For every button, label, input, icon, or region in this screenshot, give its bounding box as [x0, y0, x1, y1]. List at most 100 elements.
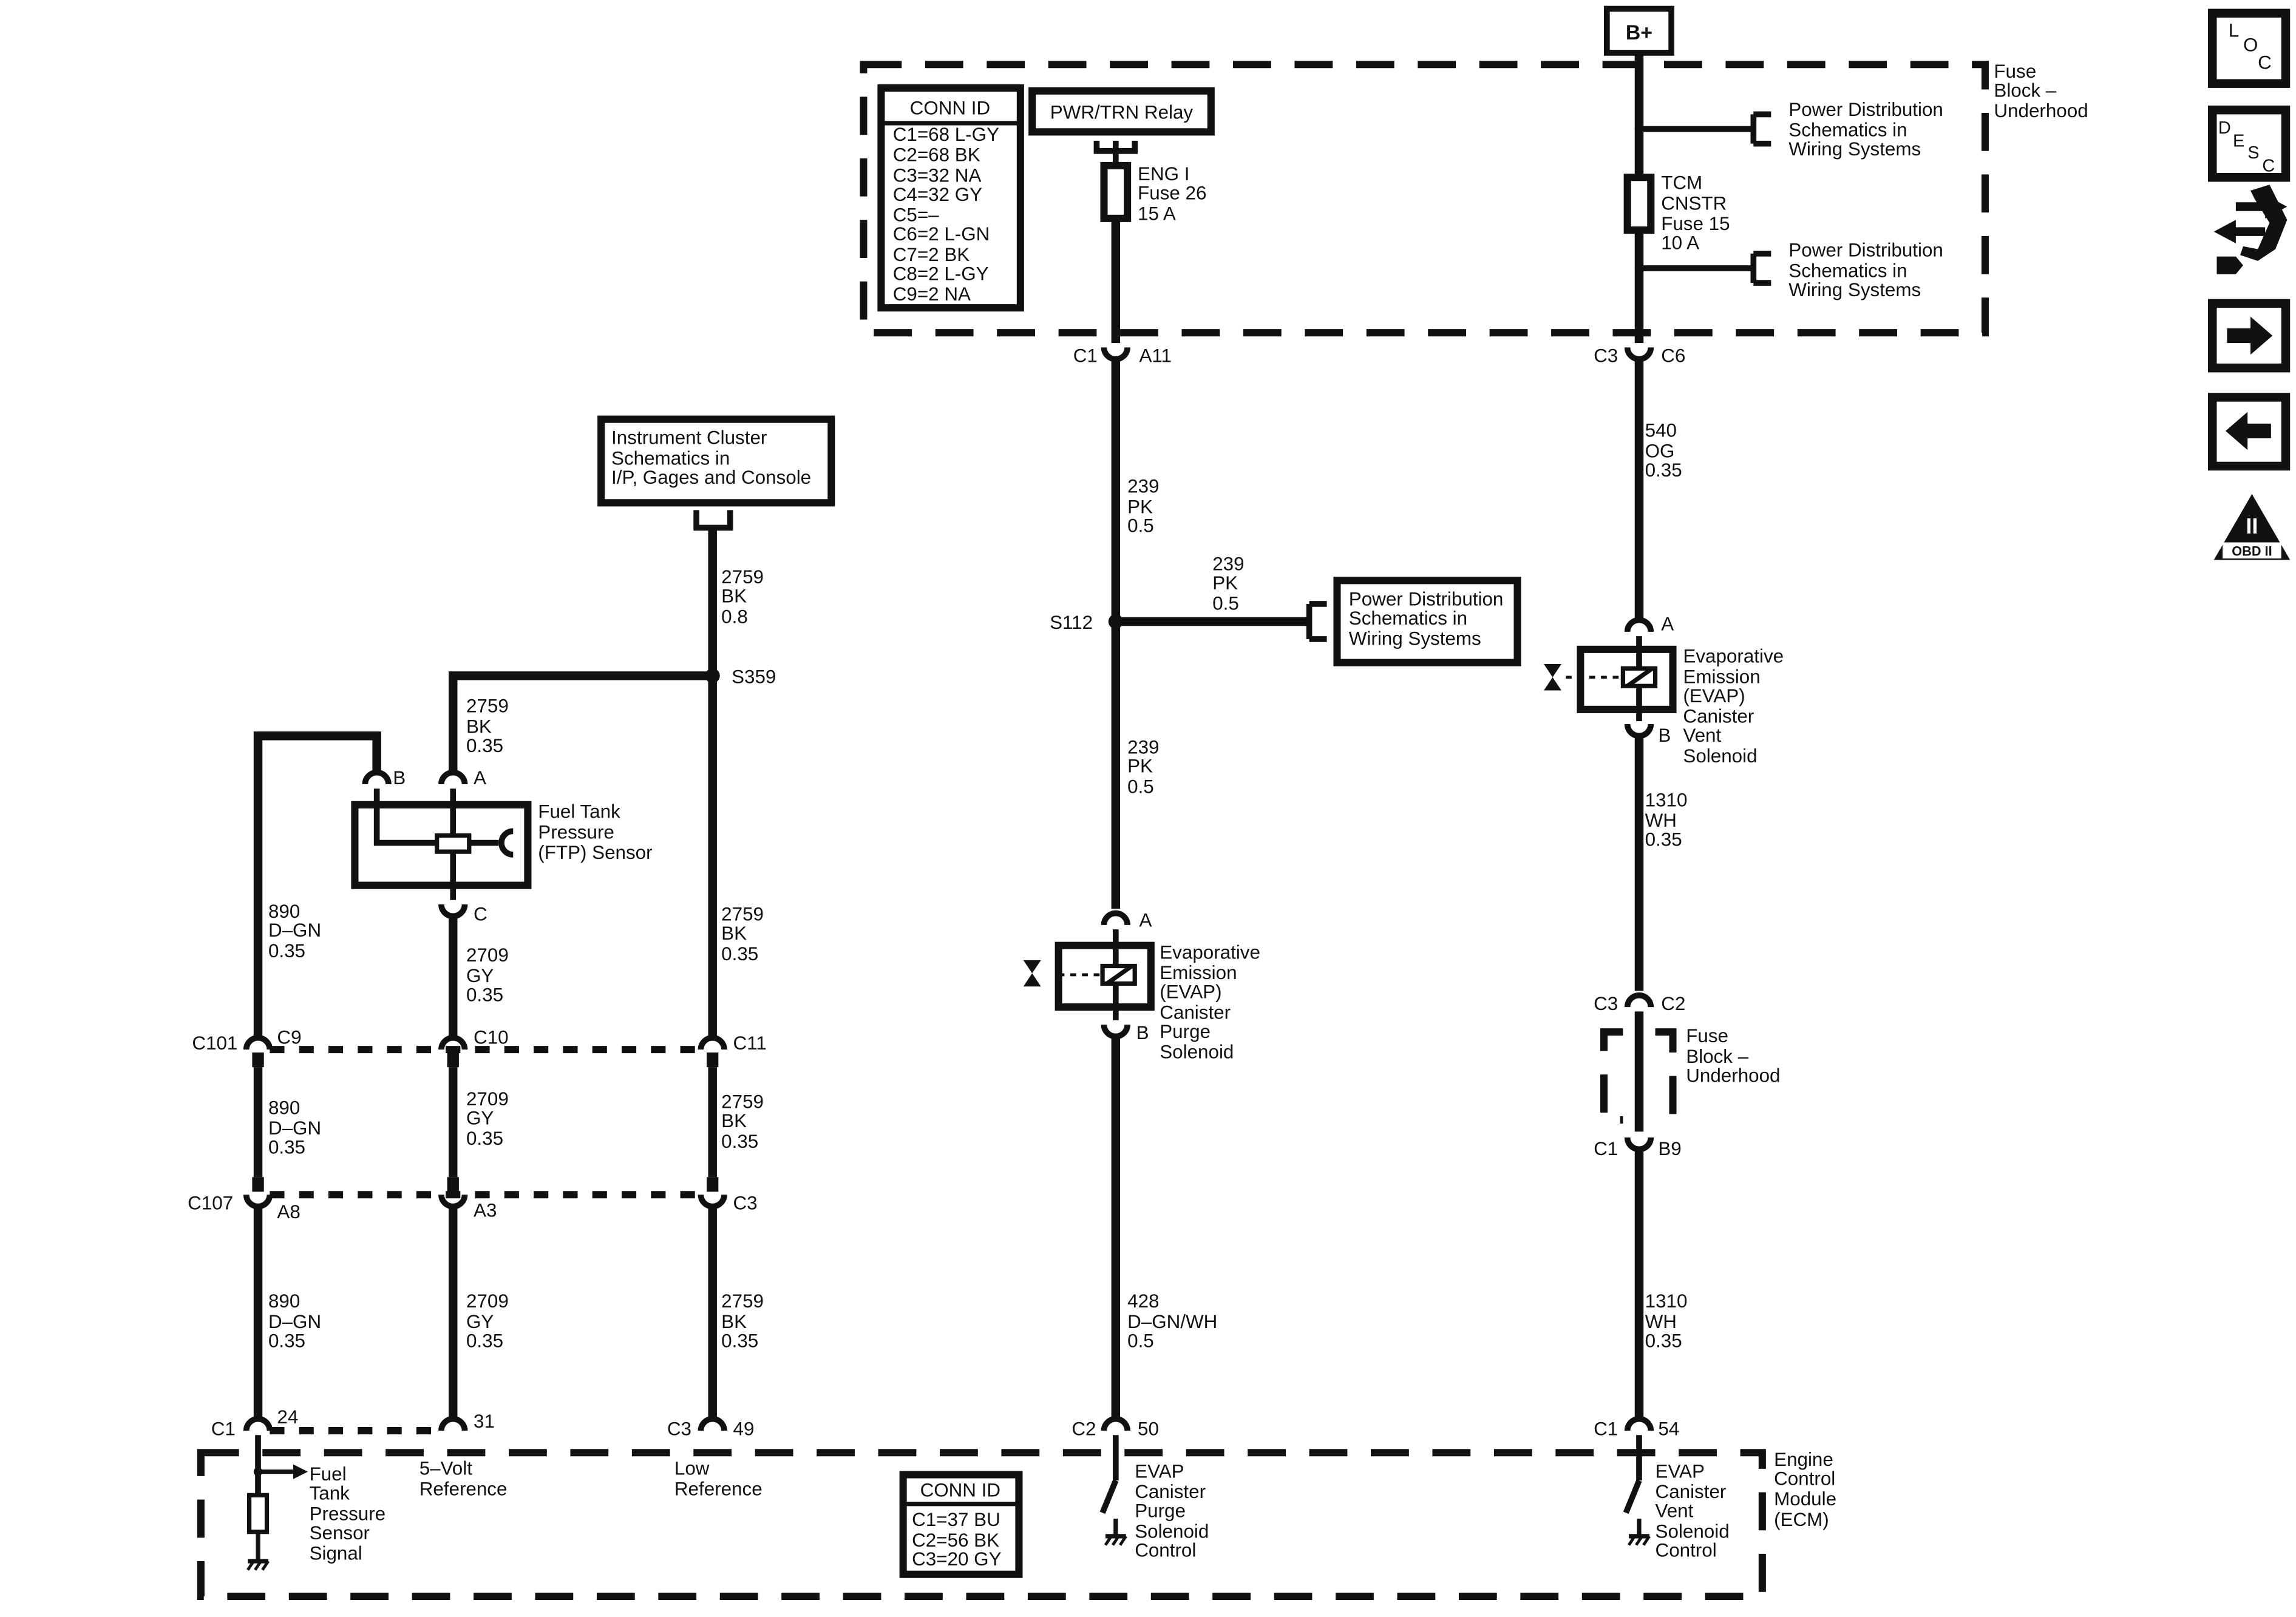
- conn-id-rows: C1=68 L-GY C2=68 BK C3=32 NA C4=32 GY C5…: [893, 124, 1005, 305]
- pin-49-label: 49: [733, 1418, 755, 1439]
- relay-label: PWR/TRN Relay: [1050, 102, 1194, 123]
- wire-890-label-1: 890 D–GN 0.35: [268, 901, 327, 961]
- engine-control-module: [197, 1449, 1766, 1600]
- conn-id-title: CONN ID: [910, 97, 990, 118]
- pin-31-label: 31: [474, 1411, 495, 1432]
- ftp-signal-input: [246, 1435, 308, 1571]
- a3-label: A3: [474, 1199, 497, 1221]
- svg-text:A: A: [474, 767, 486, 788]
- purge-control-driver: [1099, 1435, 1127, 1546]
- evap-purge-label: Evaporative Emission (EVAP) Canister Pur…: [1160, 941, 1265, 1062]
- pin-50-label: 50: [1138, 1418, 1159, 1439]
- pwr-trn-relay: PWR/TRN Relay: [1028, 87, 1215, 166]
- a8-label: A8: [277, 1201, 300, 1222]
- tcm-cnstr-fuse-15: [1623, 174, 1655, 234]
- svg-text:OBD II: OBD II: [2232, 543, 2272, 558]
- c3-label: C3: [1594, 345, 1618, 367]
- svg-text:Instrument Cluster Schem: Instrument Cluster Schematics in I/P, Ga…: [611, 427, 811, 488]
- s112-label: S112: [1050, 612, 1093, 633]
- wire-890-label-3: 890 D–GN 0.35: [268, 1290, 327, 1351]
- c1-ecm-right-label: C1: [1594, 1418, 1618, 1439]
- wire-540-label: 540 OG 0.35: [1645, 420, 1682, 481]
- desc-button[interactable]: D E S C: [2207, 105, 2291, 182]
- svg-text:Power Distribution Schem: Power Distribution Schematics in Wiring …: [1788, 240, 1948, 300]
- wire-2759-to-ftp: [448, 671, 713, 771]
- purge-control-label: EVAP Canister Purge Solenoid Control: [1135, 1460, 1214, 1561]
- c6-label: C6: [1661, 345, 1685, 367]
- c1-ecm-left-label: C1: [211, 1418, 236, 1439]
- wire-2709-label-1: 2709 GY 0.35: [466, 944, 514, 1005]
- svg-text:A: A: [1661, 613, 1674, 634]
- battery-label: B+: [1626, 21, 1652, 44]
- svg-text:D: D: [2218, 118, 2231, 138]
- s359-label: S359: [732, 666, 776, 687]
- arrow-left-icon: [2225, 412, 2271, 450]
- wire-2759-label-5: 2759 BK 0.35: [721, 1290, 769, 1351]
- svg-text:CONN ID: CONN ID: [920, 1480, 1000, 1501]
- evap-canister-purge-solenoid: A B: [1023, 909, 1155, 1043]
- ftp-signal-label: Fuel Tank Pressure Sensor Signal: [310, 1463, 391, 1564]
- svg-text:Power Distribution Schem: Power Distribution Schematics in Wiring …: [1788, 99, 1948, 160]
- svg-text:C: C: [474, 904, 487, 925]
- fuel-tank-pressure-sensor: A B C: [351, 767, 532, 925]
- svg-text:S: S: [2247, 143, 2259, 163]
- wire-890-loop: [253, 731, 381, 1038]
- svg-text:O: O: [2243, 35, 2258, 56]
- wire-1310-label-1: 1310 WH 0.35: [1645, 789, 1693, 850]
- b9-label: B9: [1658, 1138, 1681, 1159]
- pin-24-label: 24: [277, 1406, 298, 1428]
- c2-label: C2: [1072, 1418, 1096, 1439]
- svg-text:B: B: [1136, 1022, 1149, 1043]
- c10-label: C10: [474, 1026, 509, 1048]
- fuse-block-underhood-mid: [1600, 1028, 1677, 1124]
- five-volt-reference-label: 5–Volt Reference: [419, 1457, 508, 1499]
- svg-text:L: L: [2229, 19, 2239, 41]
- ecm-label: Engine Control Module (ECM): [1774, 1449, 1842, 1530]
- next-page-button[interactable]: [2207, 299, 2291, 373]
- conn-id-table-top: CONN ID C1=68 L-GY C2=68 BK C3=32 NA C4=…: [877, 84, 1024, 312]
- vent-control-label: EVAP Canister Vent Solenoid Control: [1656, 1460, 1735, 1561]
- vent-control-driver: [1623, 1435, 1651, 1546]
- c9-label: C9: [277, 1026, 301, 1048]
- power-dist-ref-bracket: [1306, 601, 1327, 642]
- connector-c3-c6: [1624, 347, 1654, 362]
- previous-page-button[interactable]: [2207, 393, 2291, 471]
- wire-239-label-3: 239 PK 0.5: [1127, 736, 1164, 797]
- wire-428-label: 428 D–GN/WH 0.5: [1127, 1290, 1223, 1351]
- wire-2759-label-4: 2759 BK 0.35: [721, 1091, 769, 1152]
- low-reference-label: Low Reference: [674, 1457, 763, 1499]
- c1-mid-label: C1: [1594, 1138, 1618, 1159]
- svg-text:II: II: [2246, 514, 2258, 538]
- connector-c1-b9: [1624, 1137, 1654, 1153]
- svg-text:C: C: [2258, 52, 2272, 73]
- tcm-fuse-label: TCM CNSTR Fuse 15 10 A: [1661, 172, 1735, 254]
- c1-label: C1: [1073, 345, 1098, 367]
- arrow-right-icon: [2227, 316, 2273, 355]
- wire-1310-label-2: 1310 WH 0.35: [1645, 1290, 1693, 1351]
- obd-ii-icon[interactable]: II OBD II: [2213, 493, 2291, 560]
- wire-2709-label-3: 2709 GY 0.35: [466, 1290, 514, 1351]
- c3-c107-label: C3: [733, 1192, 758, 1213]
- wire-2709-label-2: 2709 GY 0.35: [466, 1088, 514, 1149]
- wire-239-label-1: 239 PK 0.5: [1127, 475, 1164, 536]
- wire-890-label-2: 890 D–GN 0.35: [268, 1097, 327, 1158]
- svg-text:A: A: [1139, 909, 1152, 931]
- c3-ecm-label: C3: [667, 1418, 691, 1439]
- evap-canister-vent-solenoid: A B: [1543, 613, 1677, 746]
- instrument-cluster-ref: Instrument Cluster Schematics in I/P, Ga…: [597, 415, 835, 531]
- a11-label: A11: [1139, 345, 1172, 367]
- loc-button[interactable]: L O C: [2207, 8, 2291, 88]
- connector-c107: [243, 1177, 727, 1210]
- c107-label: C107: [188, 1192, 233, 1213]
- repair-tools-icon[interactable]: [2213, 185, 2288, 274]
- fuse-block-underhood-top: [860, 61, 1989, 337]
- connector-c1-54: [1624, 1415, 1654, 1431]
- connector-c1-a11: [1101, 347, 1130, 362]
- wire-2759-label-2: 2759 BK 0.35: [466, 696, 514, 756]
- svg-text:Power Distribution Schem: Power Distribution Schematics in Wiring …: [1349, 588, 1509, 649]
- conn-id-table-bottom: CONN ID C1=37 BU C2=56 BK C3=20 GY: [899, 1471, 1023, 1578]
- svg-text:B: B: [393, 767, 406, 788]
- ftp-sensor-label: Fuel Tank Pressure (FTP) Sensor: [538, 801, 652, 864]
- power-distribution-ref-3: Power Distribution Schematics in Wiring …: [1333, 577, 1521, 666]
- wire-2759-label-3: 2759 BK 0.35: [721, 904, 769, 964]
